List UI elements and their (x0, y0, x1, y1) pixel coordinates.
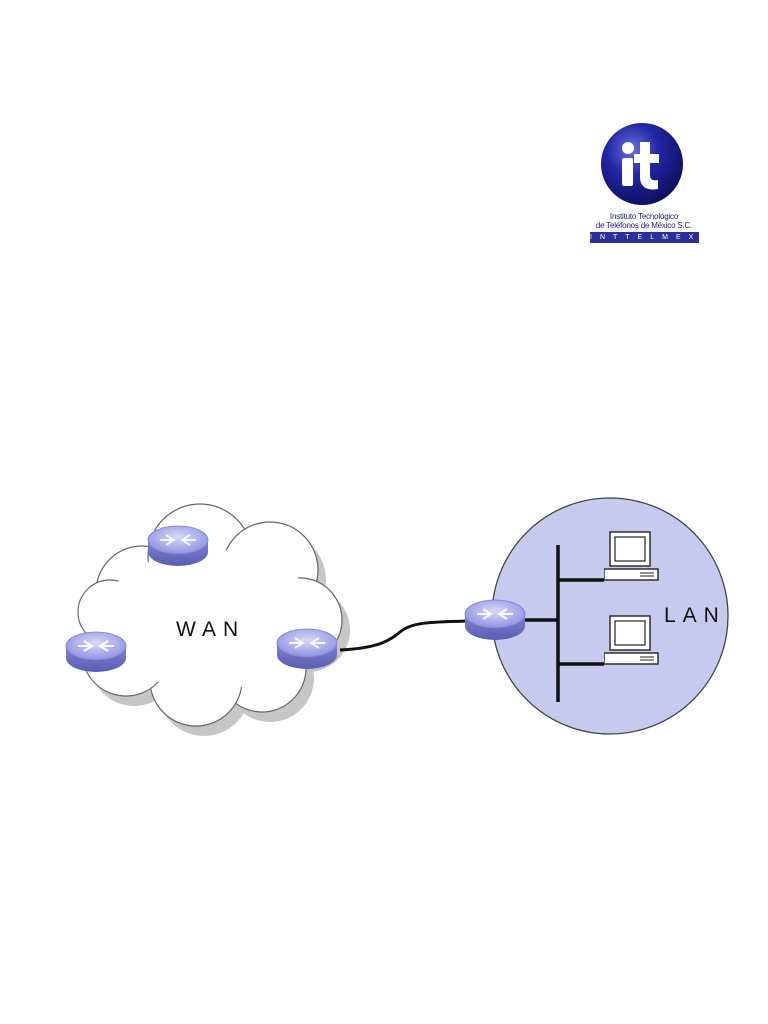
wan-lan-link (339, 619, 471, 652)
computer-icon-1 (604, 531, 659, 581)
lan-label: LAN (664, 604, 726, 627)
logo-text-line2: de Teléfonos de México S.C. (595, 221, 693, 230)
router-icon-lan-gateway (464, 599, 526, 641)
wan-cloud-fill (100, 550, 320, 690)
router-icon-wan-top (147, 525, 209, 567)
logo-text-line1: Instituto Tecnológico (609, 212, 679, 221)
computer-icon-2 (604, 615, 659, 665)
inttelmex-logo: Instituto Tecnológico de Teléfonos de Mé… (588, 122, 700, 246)
router-icon-wan-edge (276, 628, 338, 670)
router-icon-wan-left (65, 631, 127, 673)
logo-sphere (601, 123, 683, 205)
logo-bar: INTTELMEX (590, 232, 702, 243)
wan-label: WAN (176, 618, 246, 641)
